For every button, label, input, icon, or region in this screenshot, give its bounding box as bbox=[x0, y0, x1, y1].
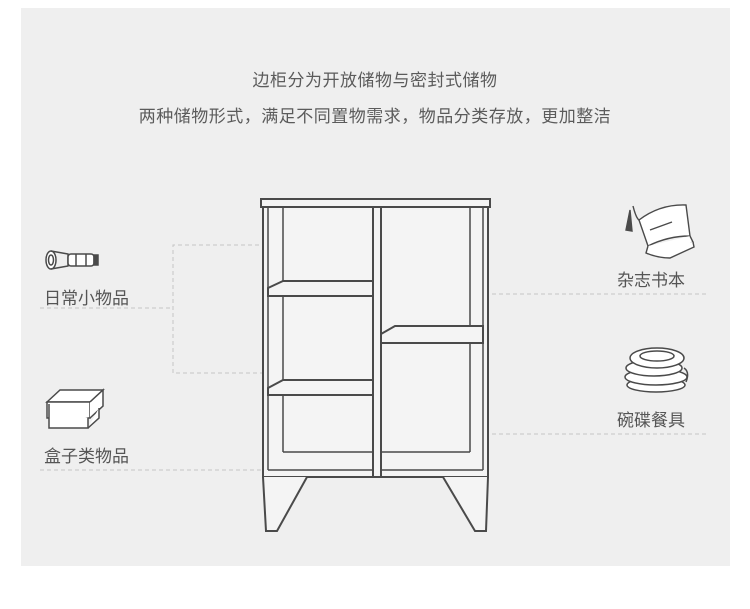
flashlight-icon bbox=[45, 250, 99, 270]
box-icon bbox=[45, 388, 105, 429]
label-tableware: 碗碟餐具 bbox=[617, 411, 685, 431]
headline-line-1: 边柜分为开放储物与密封式储物 bbox=[252, 71, 498, 91]
plates-icon bbox=[624, 347, 689, 393]
book-icon bbox=[625, 204, 695, 259]
cabinet-illustration bbox=[260, 198, 491, 532]
label-box-items: 盒子类物品 bbox=[44, 447, 129, 467]
label-magazines-books: 杂志书本 bbox=[617, 271, 685, 291]
headline-line-2: 两种储物形式，满足不同置物需求，物品分类存放，更加整洁 bbox=[138, 107, 612, 127]
label-daily-items: 日常小物品 bbox=[44, 289, 129, 309]
